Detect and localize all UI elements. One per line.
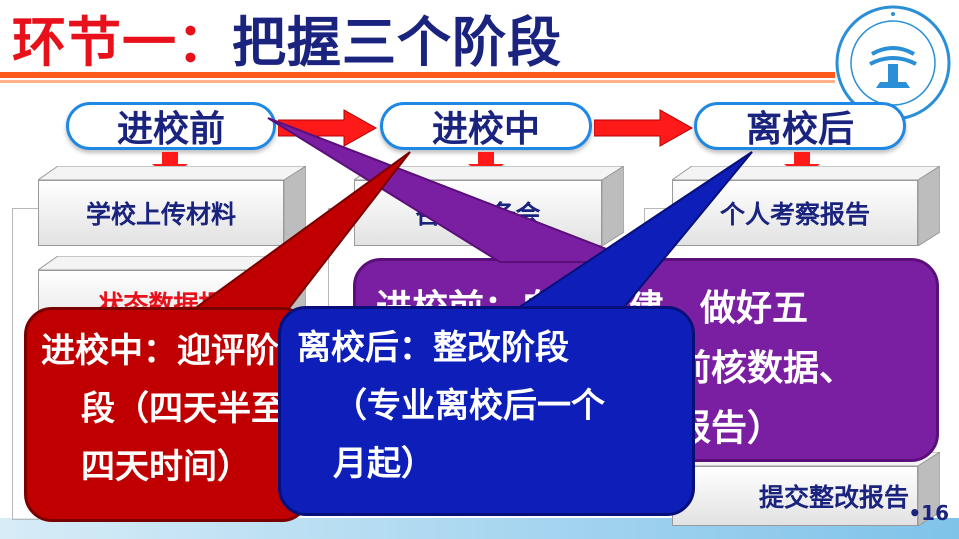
page-title: 环节一：把握三个阶段 (12, 0, 562, 77)
phase-before-pill: 进校前 (66, 102, 276, 150)
callout-after: 离校后：整改阶段 （专业离校后一个 月起） (278, 306, 695, 516)
phase-after-pill: 离校后 (694, 102, 906, 150)
arrow-down-icon (784, 152, 820, 179)
callout-during: 进校中：迎评阶 段（四天半至 四天时间） (24, 307, 310, 522)
phase-during-pill: 进校中 (380, 102, 592, 150)
callout-during-line3: 四天时间） (81, 447, 251, 487)
box-upload-label: 学校上传材料 (38, 180, 284, 246)
box-rectify-report-label: 提交整改报告 (672, 466, 918, 526)
title-main: 把握三个阶段 (232, 11, 562, 74)
callout-during-line1: 进校中：迎评阶 (41, 331, 279, 371)
title-underline (0, 72, 835, 78)
box-upload-materials: 学校上传材料 (38, 166, 306, 246)
callout-during-line2: 段（四天半至 (81, 389, 285, 429)
arrow-right-icon (594, 109, 694, 147)
arrow-down-icon (152, 152, 188, 179)
callout-after-line1: 离校后：整改阶段 (297, 328, 569, 368)
bracket-line-left (12, 208, 39, 520)
title-prefix: 环节一： (12, 11, 232, 74)
callout-after-line3: 月起） (333, 444, 435, 484)
callout-after-line2: （专业离校后一个 (333, 386, 605, 426)
page-number: •16 (908, 501, 949, 525)
arrow-down-icon (468, 152, 504, 179)
arrow-right-icon (278, 109, 378, 147)
title-underline-light (0, 80, 835, 83)
